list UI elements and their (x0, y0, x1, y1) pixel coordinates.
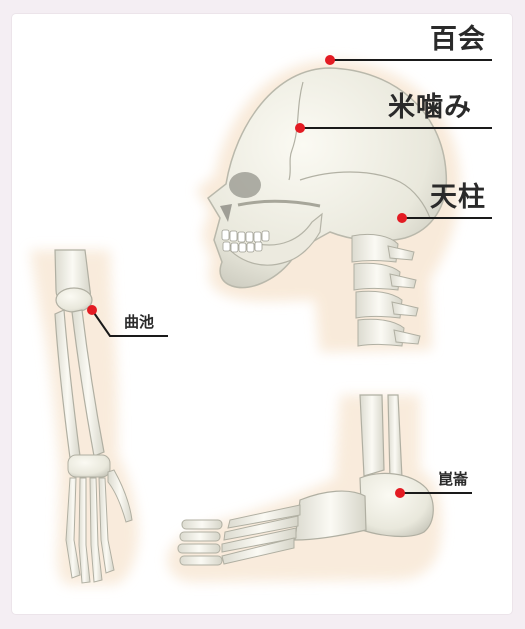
tibia (360, 395, 384, 476)
tarsal-bones (295, 491, 366, 540)
eye-socket (229, 172, 261, 198)
label-konron: 崑崙 (438, 472, 468, 487)
marker-tenchu (397, 213, 407, 223)
marker-konron (395, 488, 405, 498)
marker-komekami (295, 123, 305, 133)
label-tenchu: 天柱 (430, 184, 486, 211)
wrist-bones (68, 455, 110, 477)
label-hyakue: 百会 (430, 26, 486, 53)
arm-illustration (30, 250, 138, 585)
elbow-joint (56, 288, 92, 312)
label-kyokuchi: 曲池 (124, 315, 154, 330)
label-komekami: 米噛み (388, 94, 472, 121)
marker-hyakue (325, 55, 335, 65)
marker-kyokuchi (87, 305, 97, 315)
